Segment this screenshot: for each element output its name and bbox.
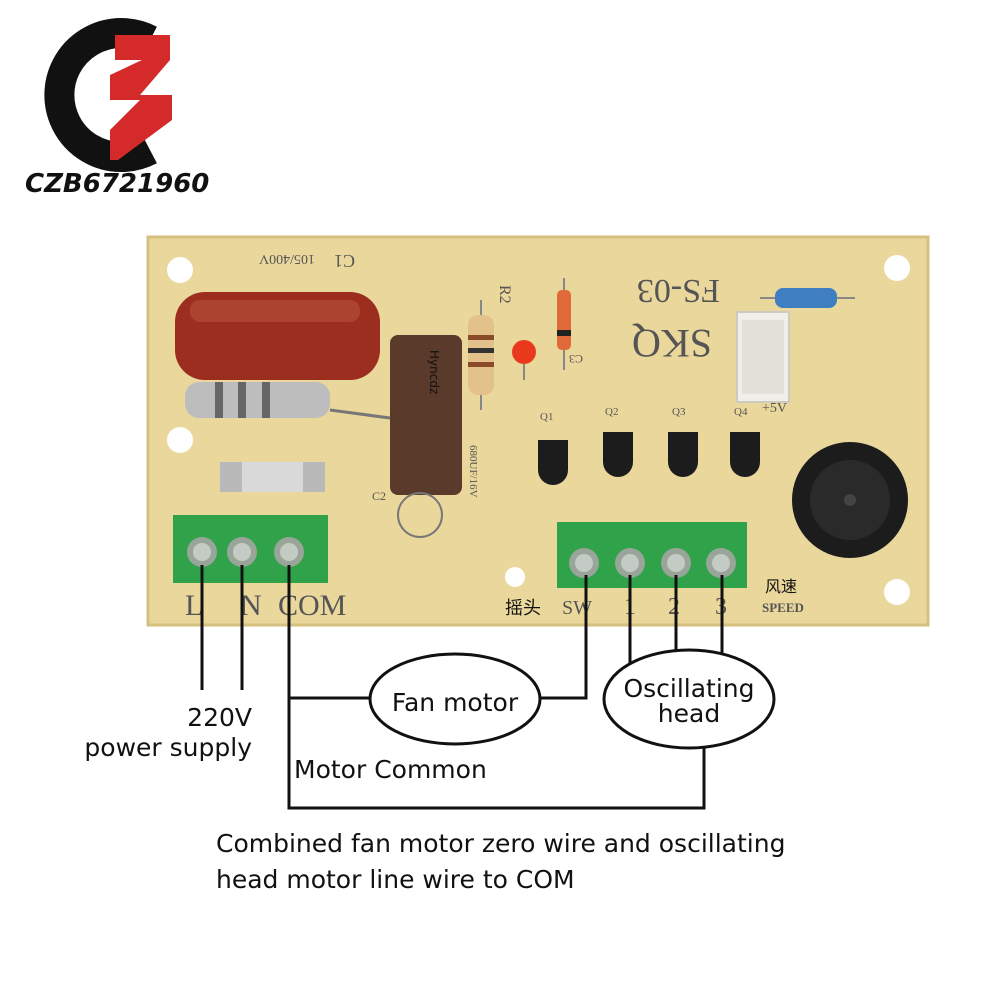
silk-cap2-value: 680UF/16V <box>467 445 479 498</box>
led <box>512 340 536 364</box>
power-label-1: 220V <box>187 703 252 732</box>
wire-sw-fan <box>538 575 588 700</box>
silk-c2: C2 <box>372 489 386 503</box>
transistor-q1 <box>538 440 568 485</box>
silk-c1: C1 <box>334 251 355 271</box>
terminal-label-sw: SW <box>562 597 592 619</box>
brand-logo: CZB6721960 <box>25 18 209 199</box>
silk-model: FS-03 <box>637 272 720 309</box>
diode <box>557 290 571 350</box>
signal-resistor <box>468 315 494 395</box>
note-line-1: Combined fan motor zero wire and oscilla… <box>216 829 785 858</box>
power-label-2: power supply <box>84 733 252 762</box>
oscillating-label-1: Oscillating <box>623 674 754 703</box>
silk-maker: SKQ <box>632 321 712 366</box>
blue-resistor <box>775 288 837 308</box>
mount-hole <box>167 257 193 283</box>
transistor-q4 <box>730 432 760 477</box>
silk-q1: Q1 <box>540 411 553 423</box>
silk-q2: Q2 <box>605 406 618 418</box>
oscillating-label-2: head <box>658 699 720 728</box>
electrolytic-capacitor <box>390 335 462 495</box>
label-speed-en: SPEED <box>762 600 804 615</box>
pcb-board: C1 105/400V R2 FS-03 SKQ +5V C2 C3 Q1 Q2… <box>146 235 930 627</box>
label-oscillate-cn: 摇头 <box>505 598 541 619</box>
fan-motor-label: Fan motor <box>392 688 519 717</box>
terminal-label-l: L <box>185 589 203 622</box>
terminal-label-n: N <box>240 589 262 622</box>
silk-plus5v: +5V <box>762 401 787 416</box>
silk-q4: Q4 <box>734 406 748 418</box>
brand-watermark: CZB6721960 <box>25 169 209 199</box>
transistor-q3 <box>668 432 698 477</box>
mount-hole <box>884 255 910 281</box>
terminal-label-2: 2 <box>668 594 680 620</box>
silk-c1-value: 105/400V <box>259 251 315 266</box>
mount-hole <box>884 579 910 605</box>
wire-com-oscillating <box>287 565 706 810</box>
note-line-2: head motor line wire to COM <box>216 865 575 894</box>
motor-common-label: Motor Common <box>294 755 487 784</box>
silk-q3: Q3 <box>672 406 686 418</box>
elko-brand: Hyncdz <box>427 350 441 394</box>
label-speed-cn: 风速 <box>765 577 797 596</box>
mount-hole <box>167 427 193 453</box>
wiring-lines <box>200 565 724 810</box>
silk-c3: C3 <box>569 352 583 366</box>
fan-motor-ellipse <box>368 652 542 746</box>
silk-r2: R2 <box>496 285 513 304</box>
transistor-q2 <box>603 432 633 477</box>
fuse <box>220 462 325 492</box>
power-resistor <box>185 382 330 418</box>
oscillating-head-ellipse <box>602 648 776 750</box>
logo-z-mark <box>110 35 172 160</box>
